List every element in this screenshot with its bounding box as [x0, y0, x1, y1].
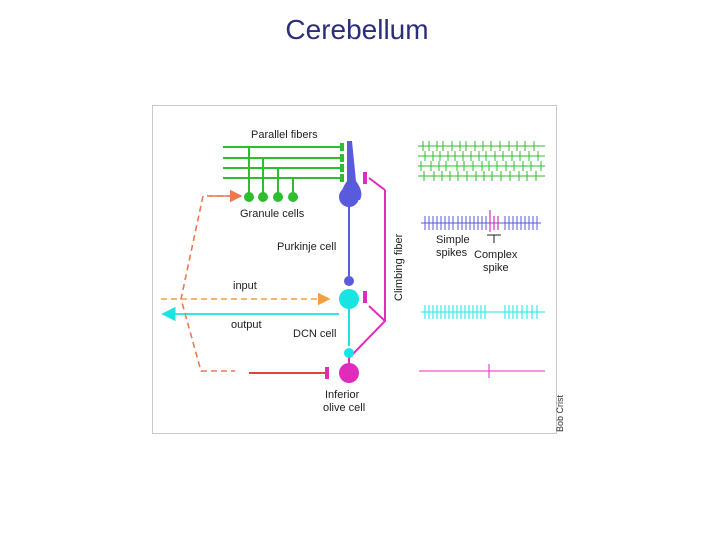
climbing-fiber [348, 177, 386, 371]
label-climbing-fiber: Climbing fiber [393, 233, 405, 301]
inferior-olive-cell [339, 363, 359, 383]
purkinje-cell [339, 141, 362, 286]
complex-spike-burst [489, 210, 499, 232]
dcn-cell [339, 289, 359, 358]
climbing-fiber-synapses [363, 172, 367, 303]
label-complex-spike-2: spike [483, 262, 509, 274]
label-complex-spike-1: Complex [474, 249, 518, 261]
label-granule-cells: Granule cells [240, 208, 305, 220]
olive-synapse [325, 367, 329, 379]
slide-title: Cerebellum [285, 14, 429, 45]
label-simple-spikes-1: Simple [436, 234, 470, 246]
parallel-fibers [223, 146, 343, 179]
circuit-diagram: Parallel fibers Granule [161, 129, 545, 414]
image-credit: Bob Crist [555, 394, 565, 432]
credit-text: Bob Crist [555, 394, 565, 432]
label-output: output [231, 319, 262, 331]
spike-train-inferior-olive [419, 364, 545, 378]
label-simple-spikes-2: spikes [436, 247, 468, 259]
spike-train-dcn [421, 305, 545, 319]
parallel-fiber-synapses [340, 143, 344, 182]
complex-spike-marker [487, 234, 501, 243]
label-inferior-olive-2: olive cell [323, 402, 365, 414]
label-input: input [233, 280, 257, 292]
spike-train-parallel-fibers [418, 141, 545, 181]
label-inferior-olive-1: Inferior [325, 389, 360, 401]
label-dcn-cell: DCN cell [293, 328, 336, 340]
label-purkinje-cell: Purkinje cell [277, 241, 336, 253]
cerebellum-circuit-figure: Parallel fibers Granule [152, 105, 557, 434]
spike-train-purkinje [421, 216, 541, 230]
label-parallel-fibers: Parallel fibers [251, 129, 318, 141]
feedback-loop [180, 195, 235, 372]
granule-axons [248, 147, 294, 194]
granule-cells [244, 192, 298, 202]
